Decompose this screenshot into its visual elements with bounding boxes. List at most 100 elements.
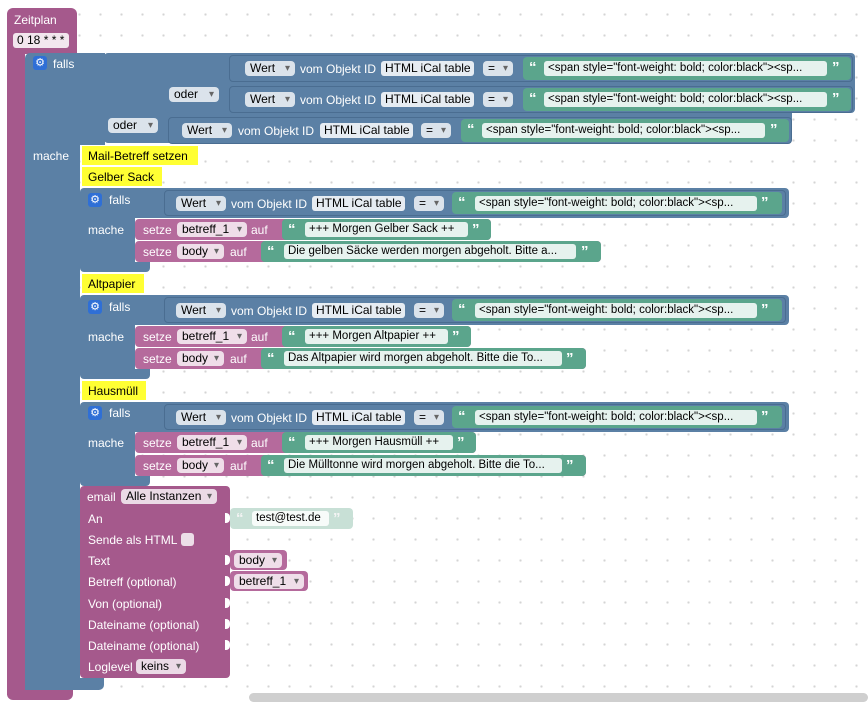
string-value-papier[interactable]: <span style="font-weight: bold; color:bl… <box>475 303 757 318</box>
subject-gelb[interactable]: +++ Morgen Gelber Sack ++ <box>305 222 468 237</box>
setze-label: setze <box>143 245 172 259</box>
auf-label: auf <box>230 352 247 366</box>
loglevel-label: Loglevel <box>88 660 133 674</box>
if-block-outer-spine <box>25 140 80 690</box>
var-betreff-dropdown[interactable]: betreff_1 <box>177 329 247 344</box>
mache-label: mache <box>33 149 70 163</box>
comment-gelb-text: Gelber Sack <box>88 170 155 184</box>
text-var-dropdown[interactable]: body <box>234 553 282 568</box>
quote-close-icon: ” <box>761 408 769 425</box>
vom-objekt-label-papier: vom Objekt ID <box>231 304 308 318</box>
comment-mail-subject[interactable] <box>82 146 198 165</box>
var-betreff-dropdown[interactable]: betreff_1 <box>177 222 247 237</box>
html-checkbox[interactable] <box>181 533 194 546</box>
comment-papier-text: Altpapier <box>88 277 136 291</box>
if-block-papier-body <box>80 323 135 373</box>
comment-muell-text: Hausmüll <box>88 384 139 398</box>
or-dropdown-outer[interactable]: oder <box>108 118 158 133</box>
quote-close-icon: ” <box>452 328 460 345</box>
html-label: Sende als HTML <box>88 533 178 547</box>
wert-dropdown-2[interactable]: Wert <box>245 92 295 107</box>
subject-muell[interactable]: +++ Morgen Hausmüll ++ <box>305 435 453 450</box>
subject-var-dropdown[interactable]: betreff_1 <box>234 574 304 589</box>
vom-objekt-label-1: vom Objekt ID <box>300 62 377 76</box>
object-id-muell[interactable]: HTML iCal table <box>312 410 405 425</box>
object-id-3[interactable]: HTML iCal table <box>320 123 413 138</box>
vom-objekt-label-2: vom Objekt ID <box>300 93 377 107</box>
body-papier[interactable]: Das Altpapier wird morgen abgeholt. Bitt… <box>284 351 562 366</box>
object-id-papier[interactable]: HTML iCal table <box>312 303 405 318</box>
quote-open-icon: “ <box>458 408 466 425</box>
string-value-1[interactable]: <span style="font-weight: bold; color:bl… <box>544 61 827 76</box>
string-value-2[interactable]: <span style="font-weight: bold; color:bl… <box>544 92 827 107</box>
horizontal-scrollbar[interactable] <box>249 693 868 702</box>
string-value-3[interactable]: <span style="font-weight: bold; color:bl… <box>482 123 765 138</box>
gear-icon[interactable]: ⚙ <box>88 300 102 314</box>
wert-dropdown-gelb[interactable]: Wert <box>176 196 226 211</box>
setze-label: setze <box>143 330 172 344</box>
quote-open-icon: “ <box>529 59 537 76</box>
operator-dropdown-2[interactable]: = <box>483 92 513 107</box>
quote-open-icon: “ <box>458 194 466 211</box>
operator-dropdown-3[interactable]: = <box>421 123 451 138</box>
quote-close-icon: ” <box>333 510 341 527</box>
wert-dropdown-papier[interactable]: Wert <box>176 303 226 318</box>
operator-dropdown-1[interactable]: = <box>483 61 513 76</box>
body-muell[interactable]: Die Mülltonne wird morgen abgeholt. Bitt… <box>284 458 562 473</box>
schedule-title: Zeitplan <box>14 13 57 27</box>
schedule-block-spine <box>7 50 25 695</box>
object-id-2[interactable]: HTML iCal table <box>381 92 474 107</box>
schedule-block-footer <box>7 688 73 700</box>
comment-papier[interactable] <box>82 274 144 293</box>
vom-objekt-label-gelb: vom Objekt ID <box>231 197 308 211</box>
operator-dropdown-papier[interactable]: = <box>414 303 444 318</box>
cron-input[interactable]: 0 18 * * * <box>13 33 69 48</box>
instance-dropdown[interactable]: Alle Instanzen <box>121 489 217 504</box>
file2-label: Dateiname (optional) <box>88 639 200 653</box>
if-block-papier-footer <box>80 369 150 379</box>
var-body-dropdown[interactable]: body <box>177 458 224 473</box>
input-socket <box>225 598 230 608</box>
string-value-gelb[interactable]: <span style="font-weight: bold; color:bl… <box>475 196 757 211</box>
or-dropdown-inner[interactable]: oder <box>169 87 219 102</box>
email-block[interactable] <box>80 486 230 678</box>
input-socket <box>225 513 230 523</box>
var-body-dropdown[interactable]: body <box>177 244 224 259</box>
wert-dropdown-muell[interactable]: Wert <box>176 410 226 425</box>
quote-close-icon: ” <box>832 90 840 107</box>
to-value[interactable]: test@test.de <box>252 511 329 526</box>
mache-label: mache <box>88 223 125 237</box>
setze-label: setze <box>143 459 172 473</box>
comment-muell[interactable] <box>82 381 146 400</box>
operator-dropdown-muell[interactable]: = <box>414 410 444 425</box>
loglevel-dropdown[interactable]: keins <box>136 659 186 674</box>
object-id-1[interactable]: HTML iCal table <box>381 61 474 76</box>
body-gelb[interactable]: Die gelben Säcke werden morgen abgeholt.… <box>284 244 576 259</box>
quote-open-icon: “ <box>288 434 296 451</box>
var-body-dropdown[interactable]: body <box>177 351 224 366</box>
wert-dropdown-3[interactable]: Wert <box>182 123 232 138</box>
auf-label: auf <box>251 223 268 237</box>
falls-label: falls <box>53 57 75 71</box>
quote-open-icon: “ <box>529 90 537 107</box>
string-value-muell[interactable]: <span style="font-weight: bold; color:bl… <box>475 410 757 425</box>
wert-dropdown-1[interactable]: Wert <box>245 61 295 76</box>
gear-icon[interactable]: ⚙ <box>88 193 102 207</box>
subject-papier[interactable]: +++ Morgen Altpapier ++ <box>305 329 448 344</box>
input-socket <box>225 576 230 586</box>
vom-objekt-label-3: vom Objekt ID <box>238 124 315 138</box>
gear-icon[interactable]: ⚙ <box>88 406 102 420</box>
operator-dropdown-gelb[interactable]: = <box>414 196 444 211</box>
quote-open-icon: “ <box>236 510 244 527</box>
input-socket <box>225 619 230 629</box>
object-id-gelb[interactable]: HTML iCal table <box>312 196 405 211</box>
quote-close-icon: ” <box>581 243 589 260</box>
gear-icon[interactable]: ⚙ <box>33 56 47 70</box>
vom-objekt-label-muell: vom Objekt ID <box>231 411 308 425</box>
quote-close-icon: ” <box>761 301 769 318</box>
var-betreff-dropdown[interactable]: betreff_1 <box>177 435 247 450</box>
to-label: An <box>88 512 103 526</box>
comment-gelb[interactable] <box>82 167 162 186</box>
falls-label: falls <box>109 193 131 207</box>
quote-open-icon: “ <box>467 121 475 138</box>
